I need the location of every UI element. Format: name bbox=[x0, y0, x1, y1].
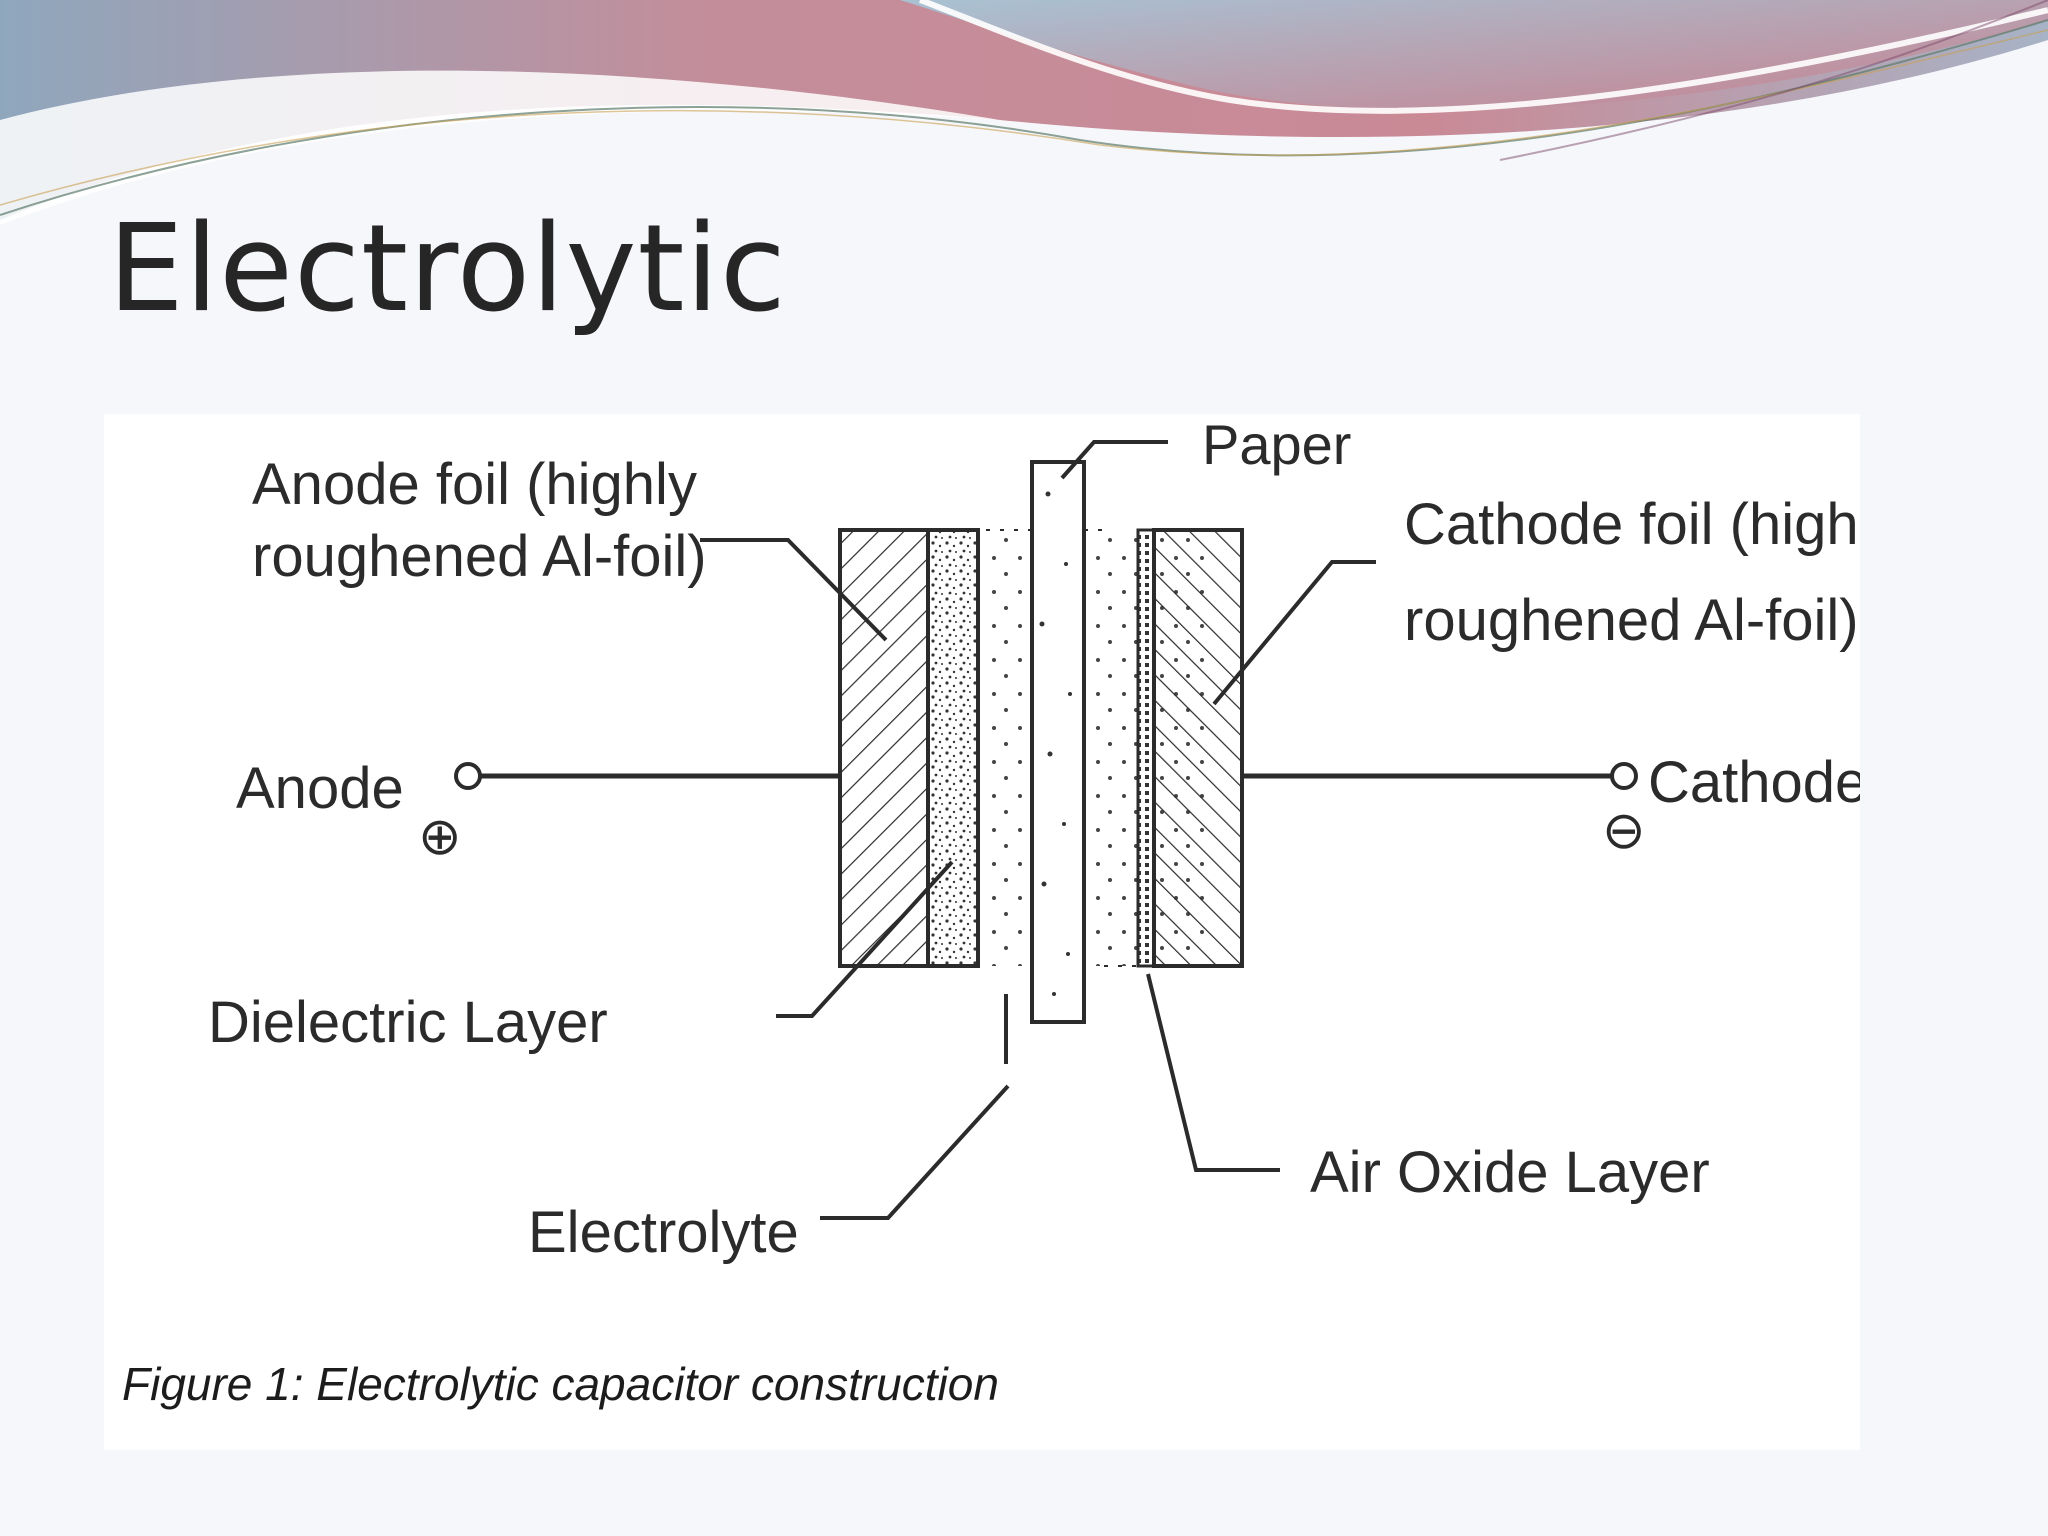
leader-paper bbox=[1060, 440, 1168, 480]
figure-caption: Figure 1: Electrolytic capacitor constru… bbox=[122, 1358, 999, 1410]
anode-terminal bbox=[454, 762, 482, 790]
anode-foil bbox=[838, 528, 930, 968]
label-cathode-foil-line2: roughened Al-foil) bbox=[1404, 588, 1859, 653]
leader-lines bbox=[700, 440, 1376, 1220]
minus-symbol: ⊖ bbox=[1602, 802, 1646, 860]
label-electrolyte: Electrolyte bbox=[528, 1200, 799, 1265]
paper-dots bbox=[1039, 491, 1072, 996]
slide-title: Electrolytic bbox=[108, 200, 787, 339]
label-anode-foil-line2: roughened Al-foil) bbox=[252, 524, 707, 589]
label-air-oxide-layer: Air Oxide Layer bbox=[1310, 1140, 1710, 1205]
paper-separator bbox=[1030, 460, 1086, 1024]
label-paper: Paper bbox=[1202, 414, 1351, 476]
cathode-terminal bbox=[1610, 762, 1638, 790]
diagram-panel: Paper Anode foil (highly roughened Al-fo… bbox=[104, 414, 1860, 1450]
leader-cathode-foil bbox=[1212, 560, 1376, 706]
header-wave-banner bbox=[0, 0, 2048, 225]
label-anode-foil-line1: Anode foil (highly bbox=[252, 452, 697, 517]
air-oxide-layer bbox=[1136, 528, 1156, 968]
capacitor-construction-diagram: Paper Anode foil (highly roughened Al-fo… bbox=[122, 414, 1860, 1410]
leader-anode-foil bbox=[700, 538, 888, 642]
cathode-foil bbox=[1152, 528, 1244, 968]
leader-air-oxide bbox=[1146, 973, 1280, 1172]
label-anode: Anode bbox=[236, 756, 404, 821]
label-cathode: Cathode bbox=[1648, 750, 1860, 815]
plus-symbol: ⊕ bbox=[418, 808, 462, 866]
leader-electrolyte bbox=[820, 1084, 1010, 1220]
label-dielectric-layer: Dielectric Layer bbox=[208, 990, 608, 1055]
leader-dielectric bbox=[776, 860, 954, 1018]
label-cathode-foil-line1: Cathode foil (highly bbox=[1404, 492, 1860, 557]
dielectric-layer bbox=[926, 528, 980, 968]
